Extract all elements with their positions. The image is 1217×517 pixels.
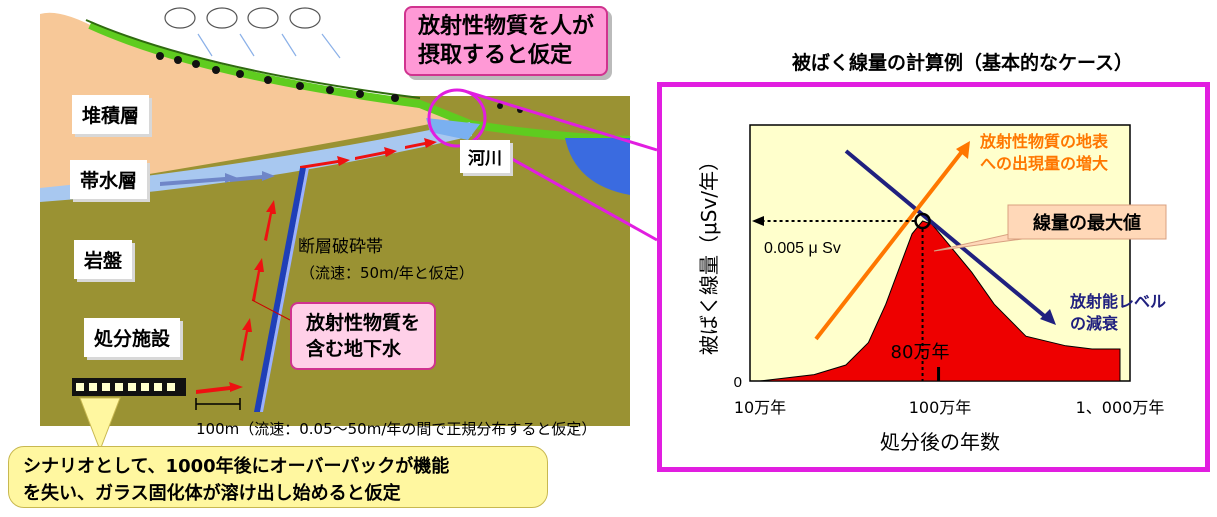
dose-chart: 10万年 100万年 1、000万年 0 被ばく線量（μSv/年） 処分後の年数 0… bbox=[697, 124, 1167, 454]
peak-marker bbox=[914, 212, 931, 230]
surface-increase-label-2: への出現量の増大 bbox=[980, 154, 1108, 173]
decay-arrow bbox=[844, 149, 1050, 321]
max-dose-callout bbox=[1007, 204, 1167, 240]
fault-flow-rate: （流速：50m/年と仮定） bbox=[300, 264, 474, 282]
distance-note: 100m（流速：0.05～50m/年の間で正規分布すると仮定） bbox=[196, 420, 597, 438]
groundwater-callout-line2: 含む地下水 bbox=[306, 338, 402, 360]
scenario-note-line1: シナリオとして、1000年後にオーバーパックが機能 bbox=[23, 456, 450, 477]
rain-icon bbox=[197, 33, 341, 59]
aquifer-layer-label: 帯水層 bbox=[70, 160, 148, 199]
ingestion-point-circle bbox=[427, 88, 487, 148]
sediment-layer bbox=[40, 11, 450, 193]
aquifer-band bbox=[40, 122, 472, 202]
dose-curve-area bbox=[759, 220, 1121, 382]
surface-increase-label-1: 放射性物質の地表 bbox=[979, 132, 1109, 151]
scenario-note: シナリオとして、1000年後にオーバーパックが機能 を失い、ガラス固化体が溶け出… bbox=[8, 446, 548, 508]
bedrock-layer-label: 岩盤 bbox=[74, 240, 133, 279]
x-axis-label: 処分後の年数 bbox=[880, 430, 1000, 454]
sediment-layer-label: 堆積層 bbox=[72, 95, 150, 134]
fault-flow-arrows bbox=[196, 200, 276, 394]
fault-zone bbox=[254, 168, 306, 412]
scenario-note-line2: を失い、ガラス固化体が溶け出し始めると仮定 bbox=[23, 483, 401, 504]
y-zero-label: 0 bbox=[734, 374, 742, 391]
scale-bar bbox=[195, 398, 241, 410]
ingestion-callout-line1: 放射性物質を人が bbox=[418, 14, 595, 39]
surface-increase-arrow bbox=[814, 147, 966, 341]
river-water bbox=[565, 138, 630, 195]
max-dose-label: 線量の最大値 bbox=[1033, 212, 1141, 234]
groundwater-callout-line1: 放射性物質を bbox=[306, 312, 421, 334]
peak-value-label: 0.005 μ Sv bbox=[764, 240, 841, 257]
ingestion-callout-line2: 摂取すると仮定 bbox=[418, 43, 573, 68]
cloud-icons bbox=[164, 7, 321, 29]
x-tick-label: 1、000万年 bbox=[1076, 398, 1165, 417]
fault-title: 断層破砕帯 bbox=[298, 237, 383, 257]
tree-icons bbox=[156, 52, 523, 113]
river-label: 河川 bbox=[460, 140, 510, 173]
decay-label-1: 放射能レベル bbox=[1069, 292, 1166, 311]
ingestion-callout: 放射性物質を人が 摂取すると仮定 bbox=[404, 6, 609, 76]
chart-title: 被ばく線量の計算例（基本的なケース） bbox=[792, 52, 1134, 74]
aquifer-flow-arrows bbox=[160, 171, 275, 186]
x-axis-ticks: 10万年 100万年 1、000万年 bbox=[734, 367, 1165, 417]
red-aquifer-arrows bbox=[300, 138, 437, 169]
groundwater-callout: 放射性物質を 含む地下水 bbox=[290, 302, 437, 370]
y-axis-label: 被ばく線量（μSv/年） bbox=[697, 151, 721, 355]
x-tick-label: 10万年 bbox=[734, 398, 786, 417]
decay-label-2: の減衰 bbox=[1070, 314, 1119, 333]
x-tick-label: 100万年 bbox=[909, 398, 972, 417]
peak-year-label: 80万年 bbox=[891, 342, 950, 363]
facility-label: 処分施設 bbox=[84, 318, 181, 357]
